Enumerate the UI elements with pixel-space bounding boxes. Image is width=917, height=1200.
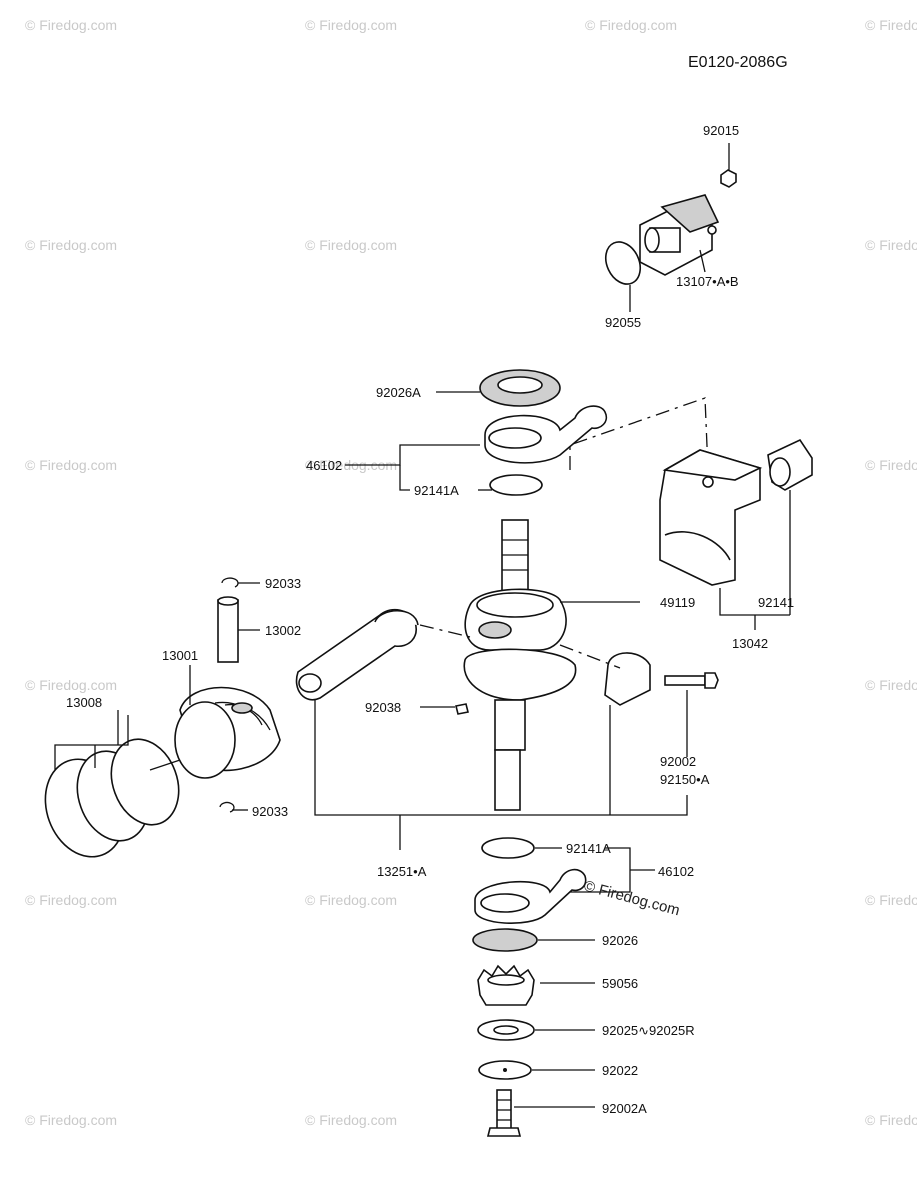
watermark: © Firedog.com xyxy=(865,17,917,33)
watermark-grid: © Firedog.com © Firedog.com © Firedog.co… xyxy=(25,17,917,1128)
washer-center xyxy=(503,1068,507,1072)
housing-arc xyxy=(664,531,731,561)
watermark: © Firedog.com xyxy=(25,892,117,908)
label-92033-top: 92033 xyxy=(265,576,301,591)
bearing-92141A-top xyxy=(489,474,543,496)
lower-bearing-bore xyxy=(480,893,530,913)
bolt-flange xyxy=(486,1127,522,1137)
gear-hub xyxy=(487,974,525,986)
label-92141: 92141 xyxy=(758,595,794,610)
bolt-92002-shank xyxy=(664,675,706,686)
label-13107AB: 13107•A•B xyxy=(676,274,739,289)
watermark: © Firedog.com xyxy=(305,237,397,253)
nut-92015 xyxy=(720,169,737,188)
watermark: © Firedog.com xyxy=(305,17,397,33)
housing-bolt-hole xyxy=(702,476,714,488)
o-ring-92055 xyxy=(604,241,642,285)
label-92141A-bot: 92141A xyxy=(566,841,611,856)
rod-big-end xyxy=(374,610,419,626)
crank-counterweight xyxy=(463,648,577,701)
housing-top-face xyxy=(662,449,763,481)
label-13042: 13042 xyxy=(732,636,768,651)
key-92038 xyxy=(455,703,469,715)
label-46102-top: 46102 xyxy=(306,458,342,473)
upper-seal-group: 92026A 46102 92141A xyxy=(306,369,608,498)
rod-small-end xyxy=(298,673,322,693)
watermark: © Firedog.com xyxy=(25,237,117,253)
label-46102-bot: 46102 xyxy=(658,864,694,879)
watermark: © Firedog.com xyxy=(305,1112,397,1128)
watermark: © Firedog.com xyxy=(865,677,917,693)
center-watermark: © Firedog.com xyxy=(582,877,682,919)
piston-crown xyxy=(174,701,236,779)
pin-end xyxy=(217,596,239,606)
rod-cap xyxy=(604,652,651,706)
gear-and-fastener-group: 59056 92025∿92025R 92022 92002A xyxy=(477,964,695,1137)
shaft-end xyxy=(644,227,660,253)
watermark: © Firedog.com xyxy=(25,457,117,473)
watermark: © Firedog.com xyxy=(865,457,917,473)
flange-hole xyxy=(707,225,717,235)
seal-hole xyxy=(497,376,543,394)
label-49119: 49119 xyxy=(660,595,695,610)
diagram-code: E0120-2086G xyxy=(688,54,788,71)
crank-pin xyxy=(478,621,512,639)
bushing-end xyxy=(769,457,791,487)
clip-92033-bot xyxy=(219,801,235,813)
crankshaft-main-journal xyxy=(494,699,526,751)
crankshaft-pto-end xyxy=(494,749,521,811)
bolt-92002-head xyxy=(704,672,719,689)
label-13001: 13001 xyxy=(162,648,198,663)
label-13002: 13002 xyxy=(265,623,301,638)
connecting-rod-13251A xyxy=(295,608,417,701)
bearing-bore xyxy=(488,427,542,449)
watermark: © Firedog.com xyxy=(25,677,117,693)
label-92015: 92015 xyxy=(703,123,739,138)
watermark: © Firedog.com xyxy=(305,892,397,908)
bearing-92141A-bot xyxy=(481,837,535,859)
governor-flange xyxy=(660,194,720,233)
label-92055: 92055 xyxy=(605,315,641,330)
watermark: © Firedog.com xyxy=(25,1112,117,1128)
watermark: © Firedog.com xyxy=(585,17,677,33)
watermark: © Firedog.com xyxy=(25,17,117,33)
piston-ring-3 xyxy=(110,738,180,826)
watermark: © Firedog.com xyxy=(865,237,917,253)
crankshaft-group: 49119 92038 xyxy=(365,519,695,811)
label-92002A: 92002A xyxy=(602,1101,647,1116)
crank-web-top xyxy=(476,592,554,618)
label-92038: 92038 xyxy=(365,700,401,715)
label-59056: 59056 xyxy=(602,976,638,991)
piston-pin-13002 xyxy=(217,599,239,663)
oil-seal-92026 xyxy=(472,928,538,952)
watermark: © Firedog.com xyxy=(865,892,917,908)
label-92025: 92025∿92025R xyxy=(602,1023,695,1038)
label-13008: 13008 xyxy=(66,695,102,710)
label-92026: 92026 xyxy=(602,933,638,948)
label-92033-bot: 92033 xyxy=(252,804,288,819)
ring-groove xyxy=(224,703,271,731)
label-92141A-top: 92141A xyxy=(414,483,459,498)
pin-boss xyxy=(231,702,253,714)
watermark: © Firedog.com xyxy=(865,1112,917,1128)
piston-group: 92033 13002 13001 92033 13008 xyxy=(44,576,301,858)
label-92150A: 92150•A xyxy=(660,772,710,787)
washer-hole xyxy=(493,1025,519,1035)
lower-seal-group: 92141A 46102 92026 © Firedog.com xyxy=(472,837,694,952)
label-92026A: 92026A xyxy=(376,385,421,400)
label-13251A: 13251•A xyxy=(377,864,427,879)
clip-92033-top xyxy=(221,577,239,588)
label-92022: 92022 xyxy=(602,1063,638,1078)
label-92002: 92002 xyxy=(660,754,696,769)
connecting-rod-group: 92002 92150•A 13251•A xyxy=(295,608,719,879)
governor-assembly: 92015 13107•A•B 92055 xyxy=(604,123,739,330)
balancer-housing-group: 92141 13042 xyxy=(569,397,813,651)
